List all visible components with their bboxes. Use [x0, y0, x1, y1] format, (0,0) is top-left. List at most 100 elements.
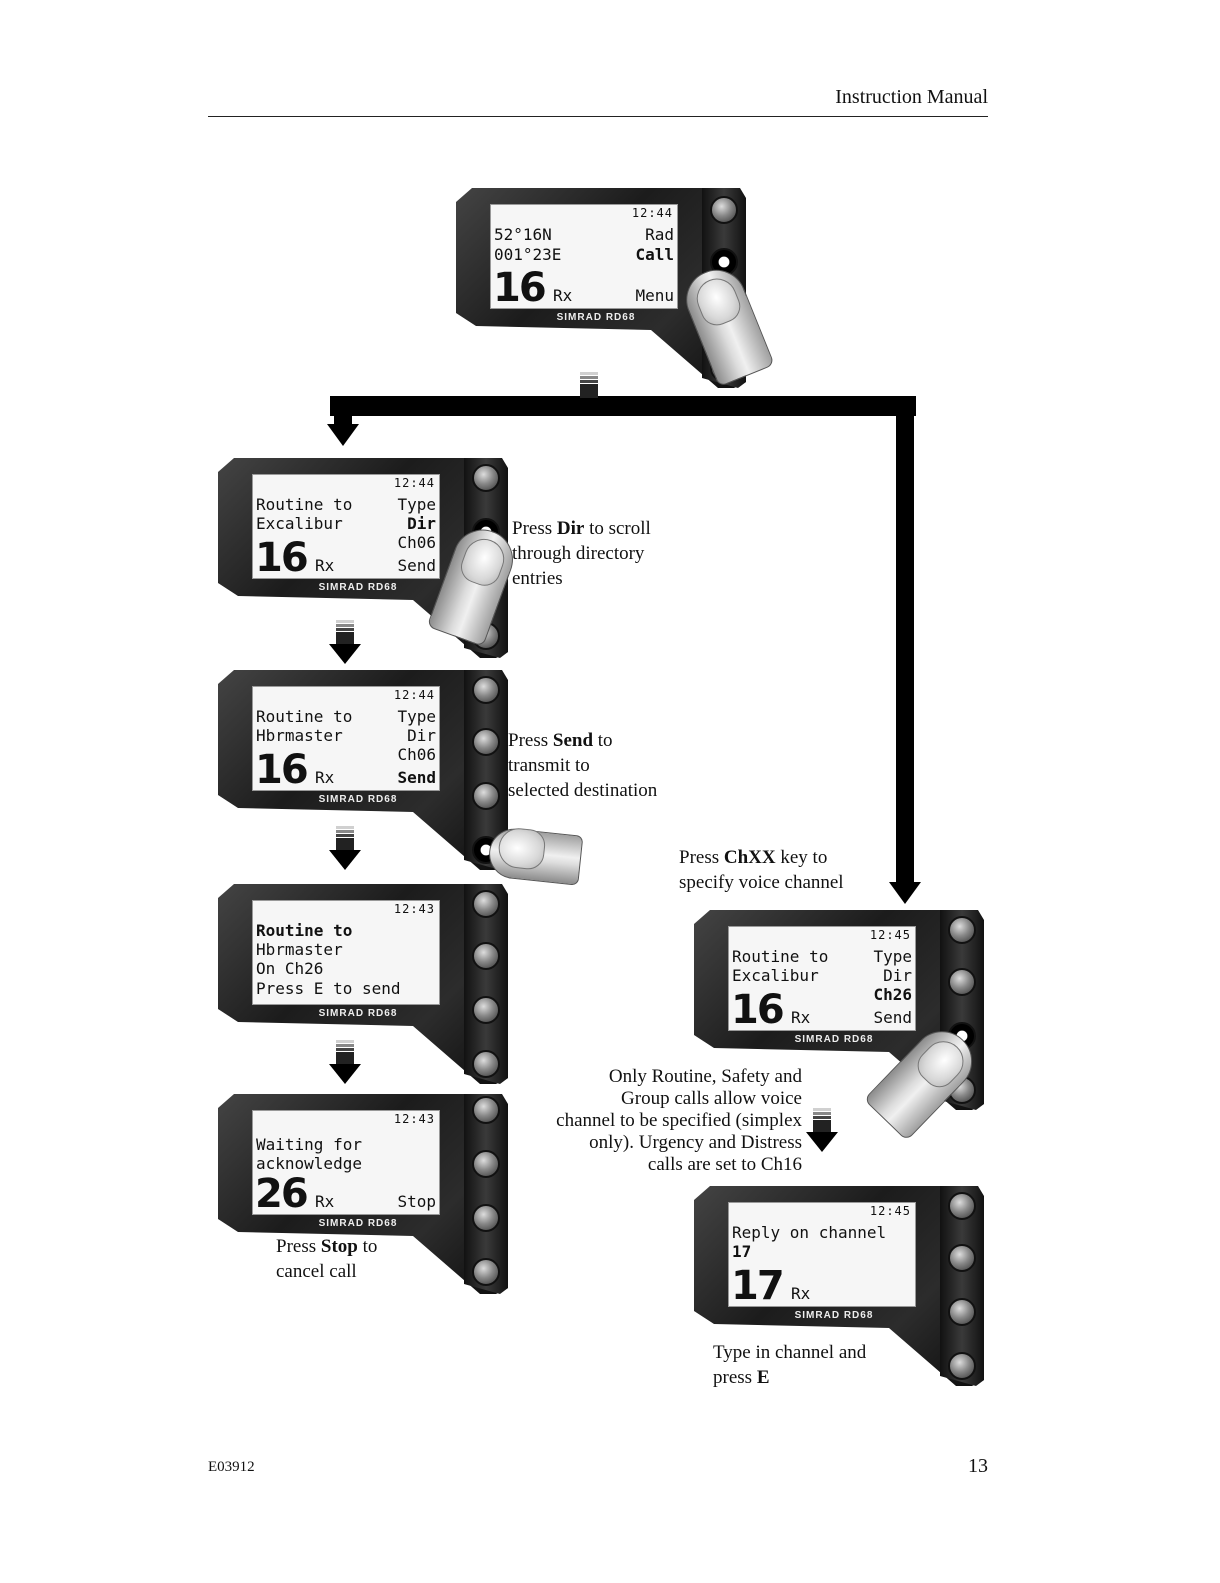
- lcd-softkey-send: Send: [873, 1008, 912, 1027]
- voice-channel-note: Only Routine, Safety and Group calls all…: [556, 1066, 802, 1175]
- document-code: E03912: [208, 1459, 255, 1475]
- lcd-row: Waiting for: [256, 1135, 362, 1154]
- softkey-button-1[interactable]: [472, 676, 500, 704]
- lcd-rx: Rx: [553, 286, 573, 305]
- header-title: Instruction Manual: [835, 86, 988, 108]
- softkey-button-3[interactable]: [948, 1298, 976, 1326]
- brand-label: SIMRAD RD68: [318, 1218, 398, 1229]
- brand-label: SIMRAD RD68: [556, 312, 636, 323]
- lcd-row: Hbrmaster Dir: [256, 726, 436, 745]
- lcd-row: Ch26: [873, 985, 912, 1004]
- lcd-row: Routine to Type: [256, 707, 436, 726]
- softkey-button-2[interactable]: [948, 1244, 976, 1272]
- lcd-rx: Rx: [315, 1192, 335, 1211]
- brand-label: SIMRAD RD68: [318, 582, 398, 593]
- softkey-button-1[interactable]: [948, 1192, 976, 1220]
- lcd-time: 12:45: [869, 1204, 911, 1218]
- radio-waiting: 12:43 Waiting for acknowledge 26 Rx Stop…: [218, 1094, 508, 1294]
- lcd-rx: Rx: [315, 556, 335, 575]
- lcd-row: Ch06: [397, 745, 436, 764]
- flow-bar-right-down: [896, 396, 914, 884]
- softkey-button-3[interactable]: [472, 782, 500, 810]
- lcd-channel-number: 16: [255, 747, 309, 791]
- softkey-button-3[interactable]: [472, 1204, 500, 1232]
- page-number: 13: [968, 1455, 988, 1477]
- lcd-row: acknowledge: [256, 1154, 362, 1173]
- softkey-button-1[interactable]: [472, 464, 500, 492]
- lcd-screen: 12:44 Routine to Type Hbrmaster Dir Ch06…: [252, 686, 440, 791]
- lcd-screen: 12:45 Routine to Type Excalibur Dir Ch26…: [728, 926, 916, 1031]
- lcd-time: 12:45: [869, 928, 911, 942]
- lcd-rx: Rx: [791, 1284, 811, 1303]
- softkey-button-2[interactable]: [472, 942, 500, 970]
- lcd-channel-number: 17: [731, 1263, 785, 1307]
- brand-label: SIMRAD RD68: [794, 1034, 874, 1045]
- lcd-channel-number: 16: [255, 535, 309, 579]
- lcd-row: Routine to Type: [256, 495, 436, 514]
- lcd-row: Ch06: [397, 533, 436, 552]
- lcd-row: On Ch26: [256, 959, 324, 978]
- finger-pressing-icon: [486, 826, 584, 886]
- lcd-row: Excalibur Dir: [256, 514, 436, 533]
- lcd-row: Excalibur Dir: [732, 966, 912, 985]
- flow-arrow-top: [573, 372, 605, 398]
- lcd-softkey-menu: Menu: [635, 286, 674, 305]
- lcd-screen: 12:45 Reply on channel 17 17 Rx: [728, 1202, 916, 1307]
- brand-label: SIMRAD RD68: [794, 1310, 874, 1321]
- caption-dir: Press Dir to scroll through directory en…: [512, 518, 651, 589]
- header-rule: [208, 116, 988, 117]
- caption-typein: Type in channel and press E: [713, 1342, 867, 1388]
- lcd-channel-number: 16: [731, 987, 785, 1031]
- softkey-button-1[interactable]: [472, 1096, 500, 1124]
- lcd-time: 12:43: [393, 1112, 435, 1126]
- lcd-screen: 12:43 Routine to Hbrmaster On Ch26 Press…: [252, 900, 440, 1005]
- softkey-button-1[interactable]: [948, 916, 976, 944]
- lcd-softkey-stop: Stop: [397, 1192, 436, 1211]
- lcd-row: 52°16N Rad: [494, 225, 674, 244]
- lcd-row: Hbrmaster: [256, 940, 343, 959]
- radio-reply: 12:45 Reply on channel 17 17 Rx SIMRAD R…: [694, 1186, 984, 1386]
- flow-arrow-left-head: [327, 424, 359, 446]
- lcd-softkey-send: Send: [397, 556, 436, 575]
- lcd-screen: 12:43 Waiting for acknowledge 26 Rx Stop: [252, 1110, 440, 1215]
- flow-bar-horizontal: [330, 396, 916, 416]
- lcd-time: 12:44: [631, 206, 673, 220]
- step-arrow-2: [329, 826, 361, 870]
- radio-channel: 12:45 Routine to Type Excalibur Dir Ch26…: [694, 910, 985, 1142]
- softkey-button-3[interactable]: [472, 996, 500, 1024]
- radio-main: 12:44 52°16N Rad 001°23E Call 16 Rx Menu…: [456, 188, 775, 388]
- brand-label: SIMRAD RD68: [318, 794, 398, 805]
- caption-stop: Press Stop to cancel call: [276, 1236, 378, 1282]
- step-arrow-1: [329, 620, 361, 664]
- brand-label: SIMRAD RD68: [318, 1008, 398, 1019]
- softkey-button-2[interactable]: [948, 968, 976, 996]
- step-arrow-3: [329, 1040, 361, 1084]
- lcd-channel-number: 26: [255, 1171, 309, 1215]
- softkey-button-2[interactable]: [472, 728, 500, 756]
- lcd-row: Reply on channel: [732, 1223, 887, 1242]
- softkey-button-2[interactable]: [472, 1150, 500, 1178]
- lcd-row: 17: [732, 1242, 752, 1261]
- softkey-button-1[interactable]: [710, 196, 738, 224]
- lcd-row: 001°23E Call: [494, 245, 674, 264]
- lcd-time: 12:44: [393, 476, 435, 490]
- lcd-screen: 12:44 Routine to Type Excalibur Dir Ch06…: [252, 474, 440, 579]
- lcd-rx: Rx: [791, 1008, 811, 1027]
- lcd-channel-number: 16: [493, 265, 547, 309]
- radio-send: 12:44 Routine to Type Hbrmaster Dir Ch06…: [218, 670, 584, 886]
- softkey-button-4[interactable]: [472, 1050, 500, 1078]
- radio-confirm: 12:43 Routine to Hbrmaster On Ch26 Press…: [218, 884, 508, 1084]
- softkey-button-4[interactable]: [472, 1258, 500, 1286]
- lcd-row: Routine to: [256, 921, 353, 940]
- lcd-screen: 12:44 52°16N Rad 001°23E Call 16 Rx Menu: [490, 204, 678, 309]
- lcd-time: 12:44: [393, 688, 435, 702]
- radio-dir: 12:44 Routine to Type Excalibur Dir Ch06…: [218, 458, 522, 658]
- caption-chxx: Press ChXX key to specify voice channel: [679, 847, 844, 893]
- softkey-button-4[interactable]: [948, 1352, 976, 1380]
- softkey-button-1[interactable]: [472, 890, 500, 918]
- flow-arrow-right-head: [889, 882, 921, 904]
- step-arrow-4: [806, 1108, 838, 1152]
- lcd-rx: Rx: [315, 768, 335, 787]
- lcd-row: Press E to send: [256, 979, 401, 998]
- flow-bar-left-down: [334, 396, 352, 426]
